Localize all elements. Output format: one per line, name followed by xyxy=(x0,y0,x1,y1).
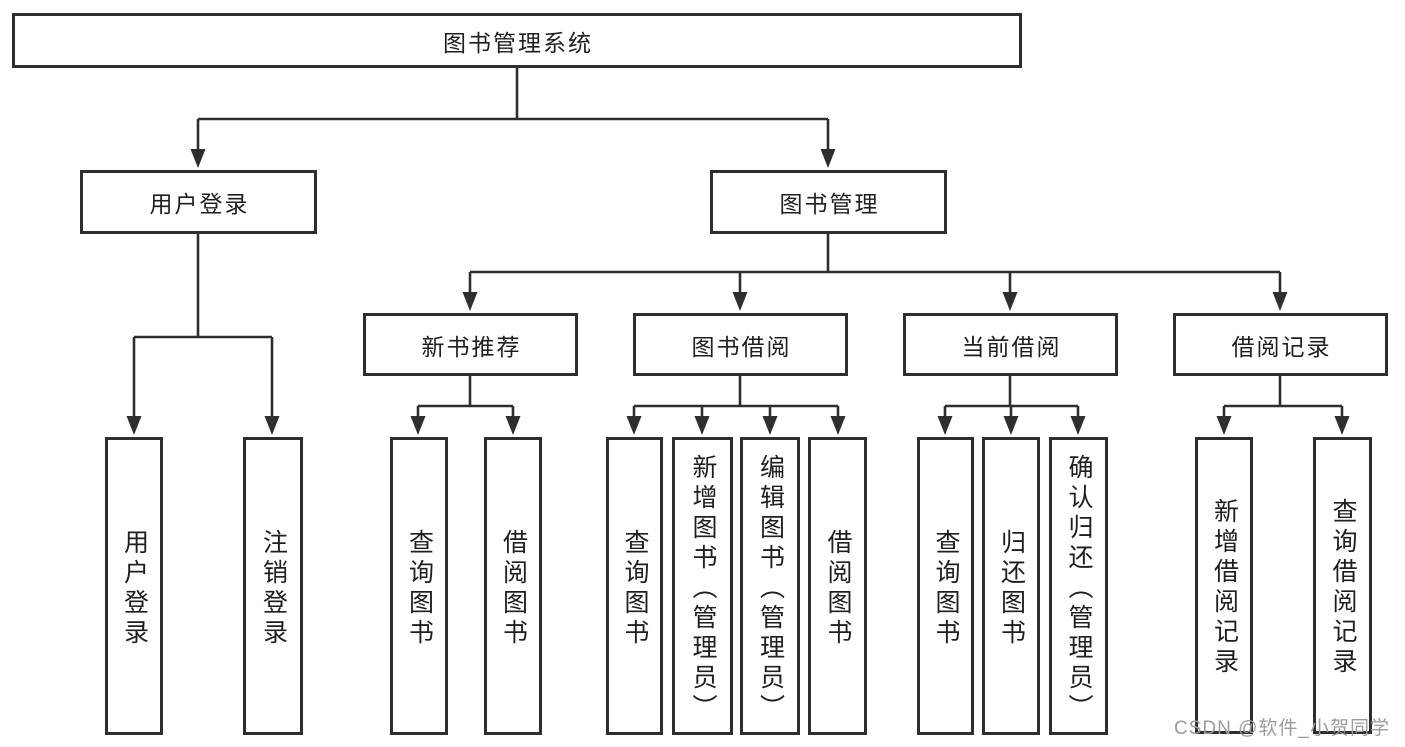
arrowhead-down-icon xyxy=(190,149,206,168)
leaf-user-login: 用户登录 xyxy=(105,437,163,735)
node-label: 查询图书 xyxy=(405,528,434,649)
arrowhead-down-icon xyxy=(762,416,778,435)
node-label: 用户登录 xyxy=(120,528,149,649)
node-label: 归还图书 xyxy=(997,528,1026,649)
node-label: 确认归还（管理员） xyxy=(1065,453,1093,724)
leaf-borrow-books-1: 借阅图书 xyxy=(484,437,542,735)
connector-line xyxy=(1224,376,1342,408)
arrowhead-down-icon xyxy=(1272,292,1288,311)
leaf-query-borrow-record: 查询借阅记录 xyxy=(1313,437,1372,734)
leaf-logout: 注销登录 xyxy=(243,437,303,735)
node-label: 新增借阅记录 xyxy=(1210,498,1239,678)
arrowhead-down-icon xyxy=(694,416,710,435)
connector-line xyxy=(945,376,1078,408)
arrowhead-down-icon xyxy=(732,292,748,311)
node-library-management-system: 图书管理系统 xyxy=(12,13,1022,68)
leaf-add-borrow-record: 新增借阅记录 xyxy=(1195,437,1253,734)
arrowhead-down-icon xyxy=(126,416,142,435)
arrowhead-down-icon xyxy=(1002,292,1018,311)
node-borrowing-records: 借阅记录 xyxy=(1173,313,1388,376)
node-new-book-recommend: 新书推荐 xyxy=(363,313,578,376)
node-label: 当前借阅 xyxy=(961,333,1062,360)
node-user-login: 用户登录 xyxy=(80,170,317,234)
node-label: 借阅图书 xyxy=(499,528,528,649)
arrowhead-down-icon xyxy=(410,416,426,435)
node-label: 用户登录 xyxy=(149,191,250,217)
arrowhead-down-icon xyxy=(264,416,280,435)
connector-line xyxy=(634,376,838,408)
arrowhead-down-icon xyxy=(830,416,846,435)
node-label: 查询图书 xyxy=(621,528,649,649)
arrowhead-down-icon xyxy=(1003,416,1019,435)
leaf-query-books-1: 查询图书 xyxy=(390,437,448,735)
arrowhead-down-icon xyxy=(1070,416,1086,435)
leaf-add-books-admin: 新增图书（管理员） xyxy=(672,437,733,735)
node-book-management: 图书管理 xyxy=(710,170,947,234)
arrowhead-down-icon xyxy=(1216,416,1232,435)
node-label: 编辑图书（管理员） xyxy=(756,453,785,724)
leaf-confirm-return-admin: 确认归还（管理员） xyxy=(1049,437,1108,735)
arrowhead-down-icon xyxy=(505,416,521,435)
node-label: 借阅图书 xyxy=(824,528,852,649)
node-book-borrowing: 图书借阅 xyxy=(633,313,848,376)
node-current-borrowing: 当前借阅 xyxy=(903,313,1118,376)
connector-line xyxy=(134,233,272,339)
node-label: 图书借阅 xyxy=(691,333,792,360)
leaf-return-books: 归还图书 xyxy=(982,437,1040,735)
connector-line xyxy=(198,67,828,121)
arrowhead-down-icon xyxy=(462,292,478,311)
node-label: 图书管理 xyxy=(779,191,880,217)
arrowhead-down-icon xyxy=(820,149,836,168)
connector-line xyxy=(418,376,513,408)
arrowhead-down-icon xyxy=(1334,416,1350,435)
leaf-query-books-2: 查询图书 xyxy=(606,437,663,735)
arrowhead-down-icon xyxy=(937,416,953,435)
arrowhead-down-icon xyxy=(626,416,642,435)
node-label: 查询图书 xyxy=(932,528,960,649)
connector-line xyxy=(470,233,1280,274)
leaf-edit-books-admin: 编辑图书（管理员） xyxy=(740,437,800,735)
node-label: 新书推荐 xyxy=(421,333,522,360)
node-label: 注销登录 xyxy=(259,528,288,649)
csdn-watermark: CSDN @软件_小贺同学 xyxy=(1174,718,1390,739)
node-label: 借阅记录 xyxy=(1231,333,1332,360)
node-label: 查询借阅记录 xyxy=(1329,498,1357,678)
node-label: 图书管理系统 xyxy=(443,29,593,56)
node-label: 新增图书（管理员） xyxy=(689,453,717,724)
leaf-query-books-3: 查询图书 xyxy=(917,437,974,735)
leaf-borrow-books-2: 借阅图书 xyxy=(808,437,867,735)
